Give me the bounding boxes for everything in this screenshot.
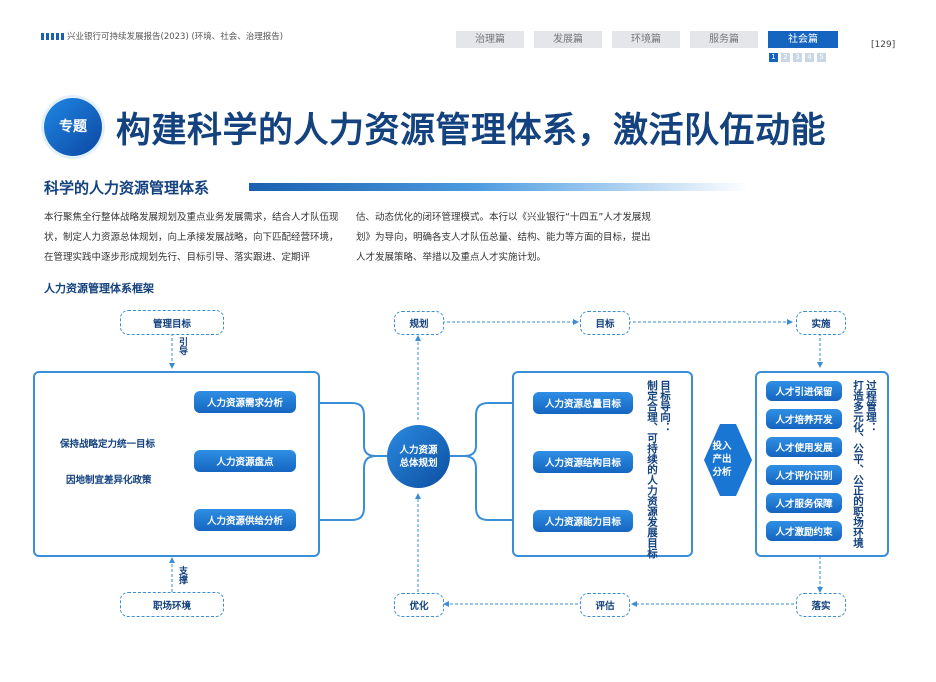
- supply-analysis-pill: 人力资源供给分析: [194, 509, 296, 531]
- talent-incentive-pill: 人才激励约束: [766, 521, 842, 541]
- paragraph-right: 估、动态优化的闭环管理模式。本行以《兴业银行“十四五”人才发展规划》为导向，明确…: [356, 212, 651, 263]
- strategy-focus-text: 保持战略定力统一目标: [60, 439, 156, 450]
- structure-target-pill: 人力资源结构目标: [533, 451, 633, 473]
- cycle-plan: 规划: [394, 311, 444, 335]
- demand-analysis-pill: 人力资源需求分析: [194, 391, 296, 413]
- io-label-input: 投入: [712, 441, 732, 452]
- sub-page-2[interactable]: 2: [781, 53, 790, 62]
- talent-usage-pill: 人才使用发展: [766, 437, 842, 457]
- cycle-target: 目标: [580, 311, 630, 335]
- tab-society[interactable]: 社会篇: [768, 31, 838, 48]
- sub-page-1[interactable]: 1: [769, 53, 778, 62]
- total-target-pill: 人力资源总量目标: [533, 392, 633, 414]
- talent-service-pill: 人才服务保障: [766, 493, 842, 513]
- tab-development[interactable]: 发展篇: [534, 31, 602, 48]
- process-heading: 过程管理：: [865, 380, 877, 433]
- talent-intro-pill: 人才引进保留: [766, 381, 842, 401]
- cycle-land: 落实: [796, 593, 846, 617]
- page-number: [129]: [871, 40, 896, 50]
- environment-arrow-label: 经营环境: [80, 517, 119, 528]
- sub-page-nav: 1 2 3 4 5: [769, 53, 826, 62]
- process-text: 打造多元化、公平、公正的职场环境: [852, 380, 864, 548]
- target-guide-heading: 目标导向：: [659, 380, 671, 433]
- section-divider: [249, 183, 749, 191]
- cycle-evaluate: 评估: [580, 593, 630, 617]
- cycle-implement: 实施: [796, 311, 846, 335]
- talent-training-pill: 人才培养开发: [766, 409, 842, 429]
- overall-plan-line-1: 人力资源: [399, 444, 438, 456]
- tab-environment[interactable]: 环境篇: [612, 31, 680, 48]
- target-guide-text: 制定合理、可持续的人力资源发展目标: [646, 380, 658, 559]
- report-title: 兴业银行可持续发展报告(2023) (环境、社会、治理报告): [67, 32, 284, 42]
- workplace-environment-box: 职场环境: [120, 592, 224, 617]
- section-title: 科学的人力资源管理体系: [44, 179, 210, 197]
- tab-service[interactable]: 服务篇: [690, 31, 758, 48]
- sub-page-4[interactable]: 4: [805, 53, 814, 62]
- overall-plan-circle: 人力资源 总体规划: [387, 425, 450, 488]
- support-label: 支撑: [177, 566, 187, 584]
- differentiated-policy-text: 因地制宜差异化政策: [66, 475, 152, 486]
- io-arrow-shape: [704, 424, 752, 496]
- tab-governance[interactable]: 治理篇: [456, 31, 524, 48]
- overall-plan-line-2: 总体规划: [399, 457, 438, 469]
- sub-page-3[interactable]: 3: [793, 53, 802, 62]
- io-label-output: 产出: [712, 454, 732, 465]
- talent-evaluation-pill: 人才评价识别: [766, 465, 842, 485]
- management-goal-box: 管理目标: [120, 310, 224, 335]
- paragraph-left: 本行聚焦全行整体战略发展规划及重点业务发展需求，结合人才队伍现状，制定人力资源总…: [44, 212, 339, 263]
- framework-title: 人力资源管理体系框架: [44, 282, 154, 295]
- sub-page-5[interactable]: 5: [817, 53, 826, 62]
- inventory-pill: 人力资源盘点: [194, 450, 296, 472]
- io-analysis-label: 投入 产出 分析: [712, 440, 732, 479]
- guide-label: 引导: [177, 337, 187, 355]
- topic-badge: 专题: [44, 98, 102, 156]
- page-title: 构建科学的人力资源管理体系，激活队伍动能: [116, 111, 827, 151]
- header-decoration: [41, 33, 64, 40]
- cycle-optimize: 优化: [394, 593, 444, 617]
- io-label-analysis: 分析: [712, 467, 732, 478]
- capability-target-pill: 人力资源能力目标: [533, 510, 633, 532]
- strategy-arrow-label: 发展战略: [80, 399, 119, 410]
